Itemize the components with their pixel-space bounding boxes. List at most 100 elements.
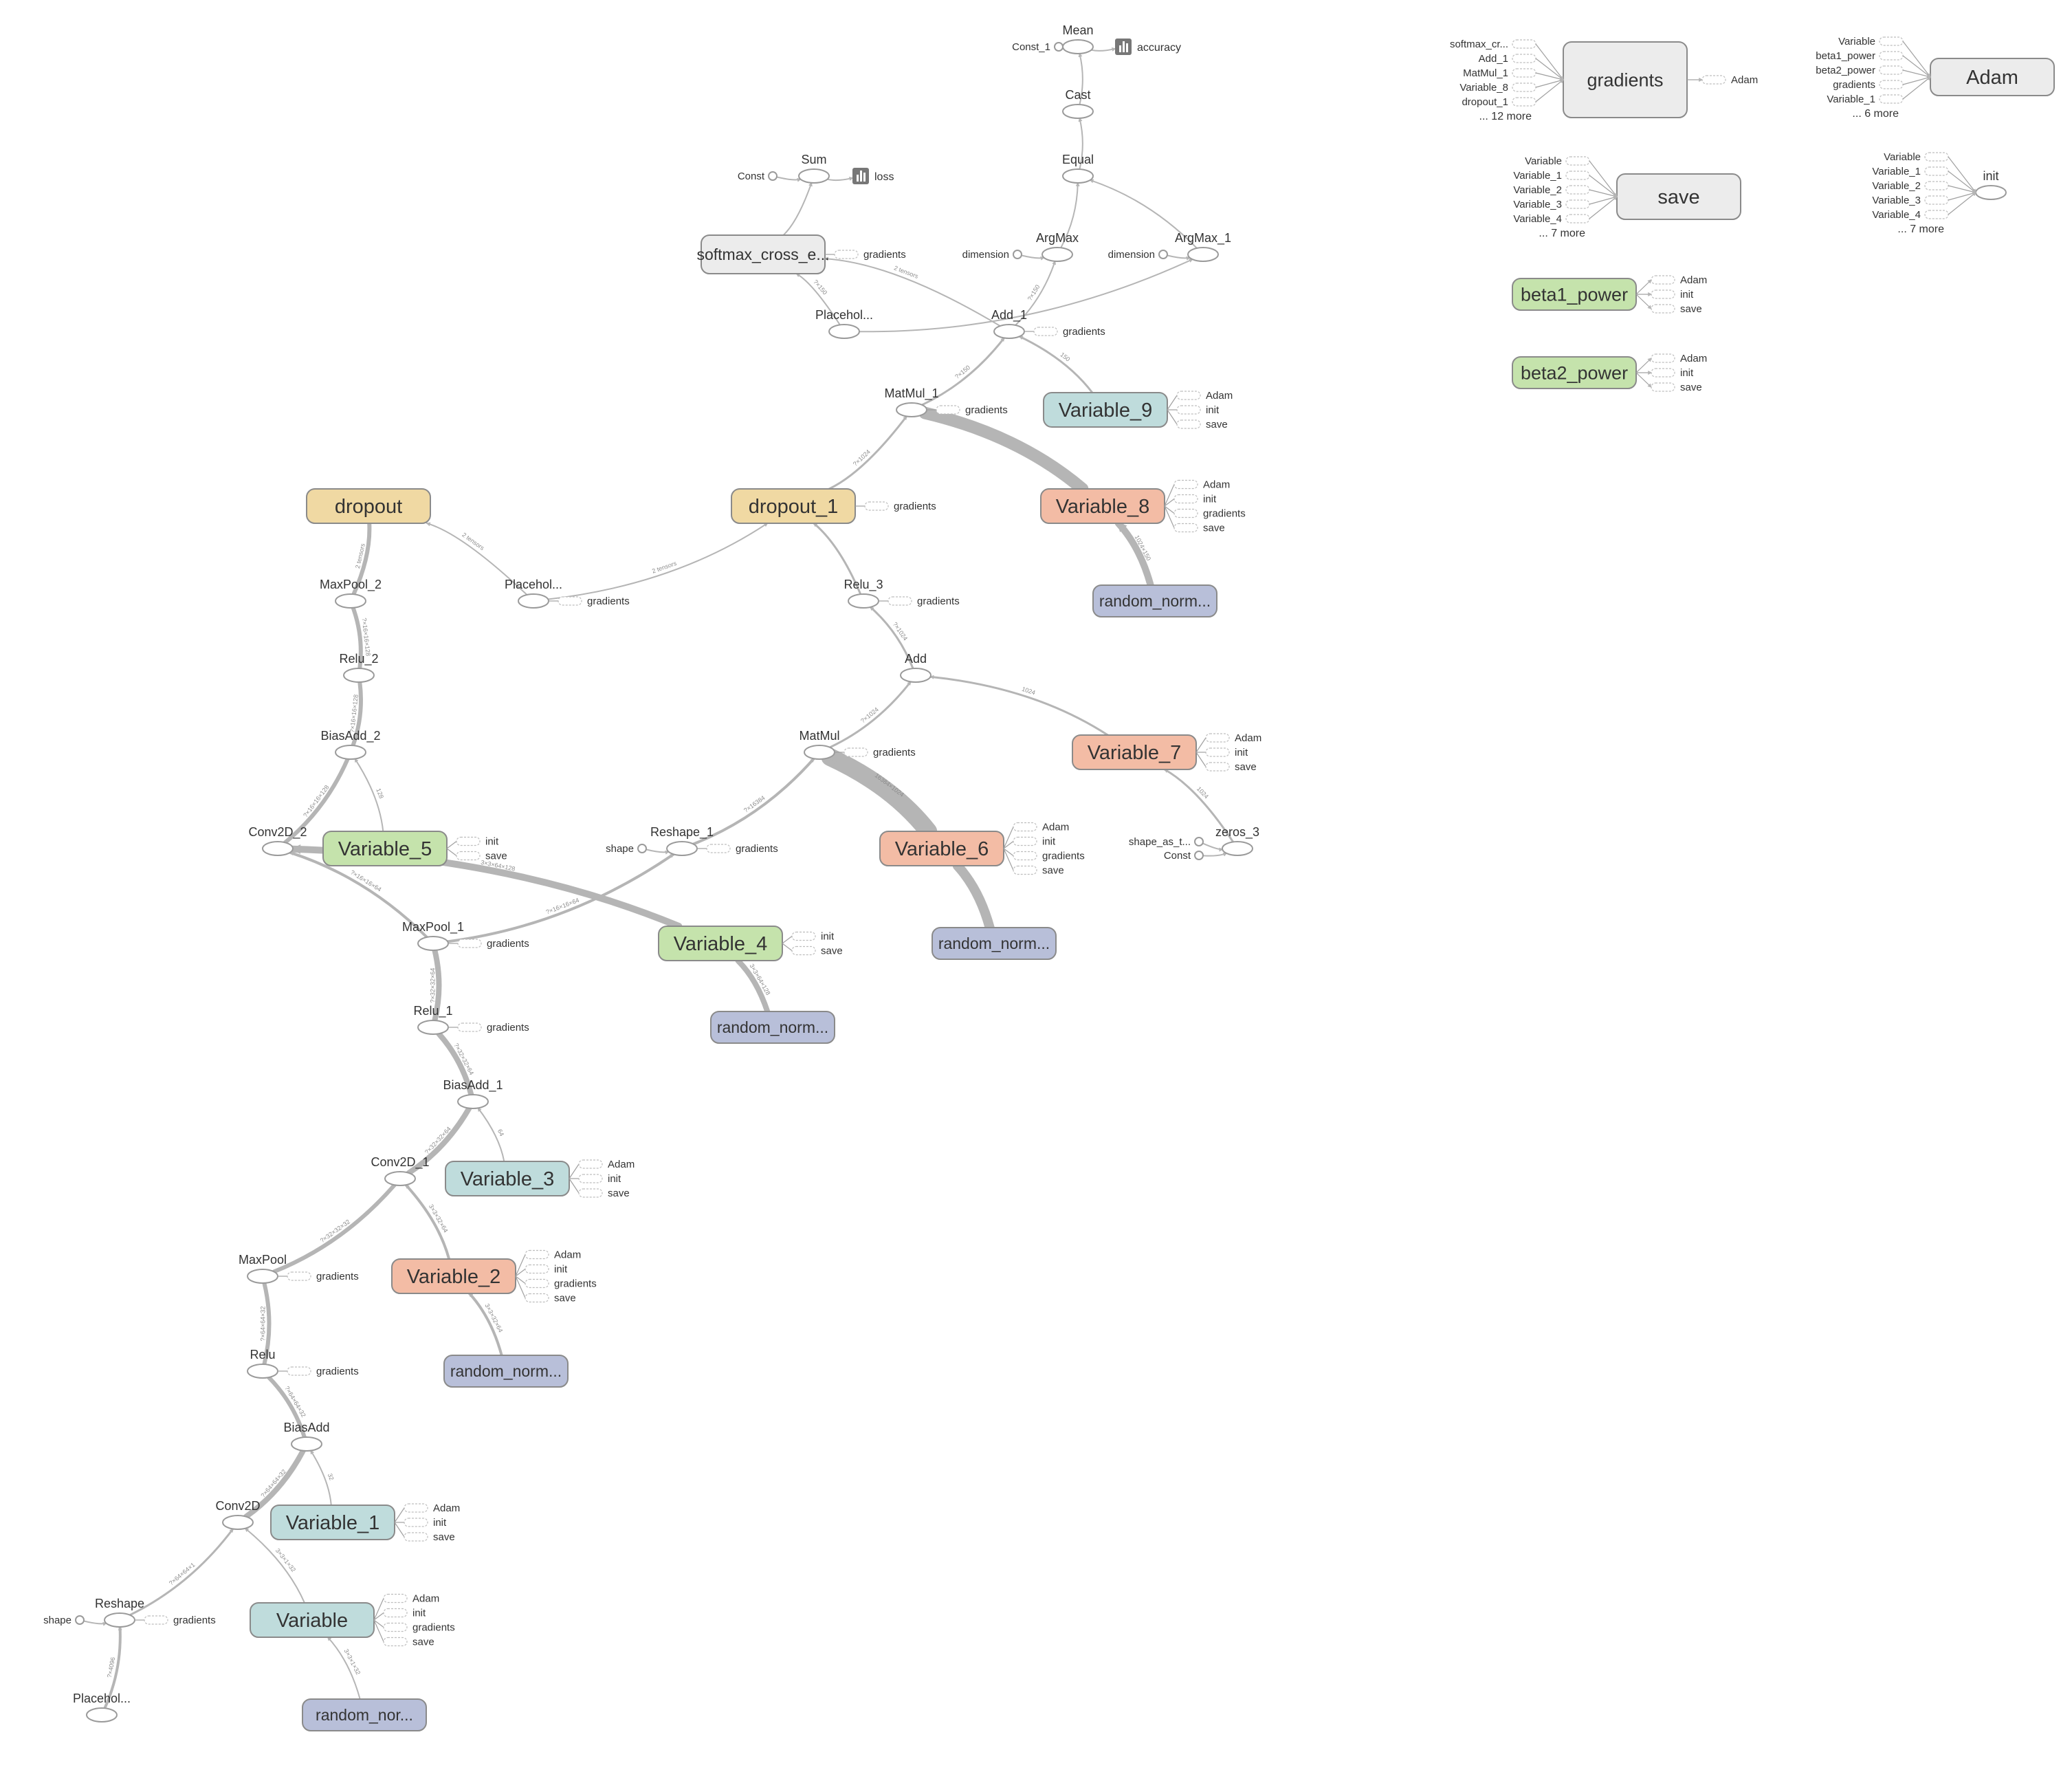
node-rn8[interactable]: random_norm... — [1092, 584, 1217, 617]
node-box[interactable] — [306, 488, 431, 524]
node-rn6[interactable]: random_norm... — [932, 927, 1057, 960]
const-dot[interactable] — [75, 1615, 85, 1625]
input-pill[interactable] — [1879, 51, 1904, 61]
input-pill[interactable] — [1565, 199, 1590, 209]
aux-node-save[interactable]: saveVariableVariable_1Variable_2Variable… — [1513, 155, 1741, 239]
node-var7[interactable]: Variable_7 — [1072, 734, 1197, 770]
aux-node-gradients[interactable]: gradientssoftmax_cr...Add_1MatMul_1Varia… — [1450, 39, 1758, 122]
tag-pill[interactable] — [404, 1503, 428, 1513]
op-ellipse[interactable] — [291, 1436, 322, 1452]
const-dot[interactable] — [1054, 42, 1063, 52]
tag-pill[interactable] — [525, 1293, 549, 1303]
node-ph2[interactable]: Placehol... — [815, 308, 873, 339]
node-shape1[interactable]: shape — [606, 843, 647, 855]
tag-pill[interactable] — [525, 1278, 549, 1289]
const-dot[interactable] — [1194, 837, 1204, 846]
tag-pill[interactable] — [1205, 762, 1230, 772]
input-pill[interactable] — [1879, 36, 1904, 46]
node-loss[interactable]: loss — [852, 168, 894, 184]
op-ellipse[interactable] — [900, 668, 932, 683]
node-var9[interactable]: Variable_9 — [1043, 392, 1168, 428]
op-ellipse[interactable] — [1222, 841, 1253, 856]
node-rn2[interactable]: random_norm... — [443, 1355, 569, 1388]
node-equal[interactable]: Equal — [1062, 153, 1094, 184]
input-pill[interactable] — [1512, 68, 1536, 78]
tag-pill[interactable] — [1173, 508, 1198, 518]
output-pill[interactable] — [1701, 75, 1726, 85]
input-pill[interactable] — [1879, 94, 1904, 104]
node-argmax1[interactable]: ArgMax_1 — [1175, 231, 1231, 262]
node-argmax[interactable]: ArgMax — [1036, 231, 1079, 262]
tag-pill[interactable] — [1173, 523, 1198, 533]
const-dot[interactable] — [1194, 851, 1204, 860]
node-conv2d2[interactable]: Conv2D_2 — [248, 825, 307, 856]
tag-pill[interactable] — [1173, 479, 1198, 490]
input-pill[interactable] — [1512, 97, 1536, 107]
input-pill[interactable] — [1512, 54, 1536, 63]
tag-pill[interactable] — [706, 844, 731, 853]
node-box[interactable] — [443, 1355, 569, 1388]
node-matmul[interactable]: MatMul — [799, 729, 840, 760]
node-acc[interactable]: accuracy — [1115, 39, 1181, 55]
aux-node-adam[interactable]: AdamVariablebeta1_powerbeta2_powergradie… — [1816, 36, 2055, 120]
node-shapeas[interactable]: shape_as_t... — [1129, 836, 1204, 848]
input-pill[interactable] — [1565, 156, 1590, 166]
op-ellipse[interactable] — [335, 593, 366, 609]
tag-pill[interactable] — [383, 1593, 408, 1604]
tag-pill[interactable] — [457, 1022, 482, 1032]
tag-pill[interactable] — [834, 250, 859, 259]
tag-pill[interactable] — [791, 931, 816, 941]
tag-pill[interactable] — [287, 1271, 311, 1281]
tag-pill[interactable] — [456, 851, 481, 861]
node-conv2d[interactable]: Conv2D — [215, 1499, 261, 1530]
node-add1[interactable]: Add_1 — [991, 308, 1027, 339]
node-reshape1[interactable]: Reshape_1 — [650, 825, 714, 856]
node-box[interactable] — [1092, 584, 1217, 617]
const-dot[interactable] — [637, 844, 647, 853]
tag-pill[interactable] — [888, 596, 912, 606]
node-var6[interactable]: Variable_6 — [879, 831, 1004, 866]
op-ellipse[interactable] — [86, 1707, 118, 1722]
node-zeros3[interactable]: zeros_3 — [1215, 825, 1259, 856]
tag-pill[interactable] — [578, 1174, 603, 1183]
op-ellipse[interactable] — [993, 324, 1025, 339]
input-pill[interactable] — [1924, 210, 1949, 219]
op-ellipse[interactable] — [666, 841, 698, 856]
input-pill[interactable] — [1565, 214, 1590, 223]
op-ellipse[interactable] — [417, 936, 449, 951]
tag-pill[interactable] — [383, 1637, 408, 1647]
node-biasadd[interactable]: BiasAdd — [283, 1421, 330, 1452]
tag-pill[interactable] — [1173, 494, 1198, 504]
node-var4[interactable]: Variable_4 — [658, 926, 783, 961]
op-ellipse[interactable] — [828, 324, 860, 339]
node-smce[interactable]: softmax_cross_e... — [696, 234, 830, 274]
op-ellipse[interactable] — [1187, 247, 1219, 262]
node-biasadd2[interactable]: BiasAdd_2 — [320, 729, 381, 760]
op-ellipse[interactable] — [1062, 39, 1094, 54]
tag-pill[interactable] — [936, 405, 960, 415]
node-sum[interactable]: Sum — [798, 153, 830, 184]
op-ellipse[interactable] — [804, 745, 835, 760]
op-ellipse[interactable] — [848, 593, 879, 609]
const-dot[interactable] — [768, 171, 778, 181]
node-relu[interactable]: Relu — [247, 1348, 278, 1379]
node-var8[interactable]: Variable_8 — [1040, 488, 1165, 524]
node-dropout[interactable]: dropout — [306, 488, 431, 524]
node-csum[interactable]: Const — [738, 171, 778, 182]
op-ellipse[interactable] — [335, 745, 366, 760]
node-rn0[interactable]: random_nor... — [302, 1698, 427, 1731]
node-relu1[interactable]: Relu_1 — [413, 1004, 453, 1035]
tag-pill[interactable] — [456, 836, 481, 846]
tag-pill[interactable] — [1205, 733, 1230, 743]
node-const1[interactable]: Const_1 — [1012, 41, 1063, 53]
node-var0[interactable]: Variable — [250, 1602, 375, 1638]
node-maxpool1[interactable]: MaxPool_1 — [402, 920, 464, 951]
tag-pill[interactable] — [383, 1622, 408, 1632]
node-rn4[interactable]: random_norm... — [710, 1011, 835, 1044]
tag-pill[interactable] — [578, 1188, 603, 1198]
input-pill[interactable] — [1924, 166, 1949, 176]
output-pill[interactable] — [1651, 289, 1675, 299]
node-add[interactable]: Add — [900, 652, 932, 683]
